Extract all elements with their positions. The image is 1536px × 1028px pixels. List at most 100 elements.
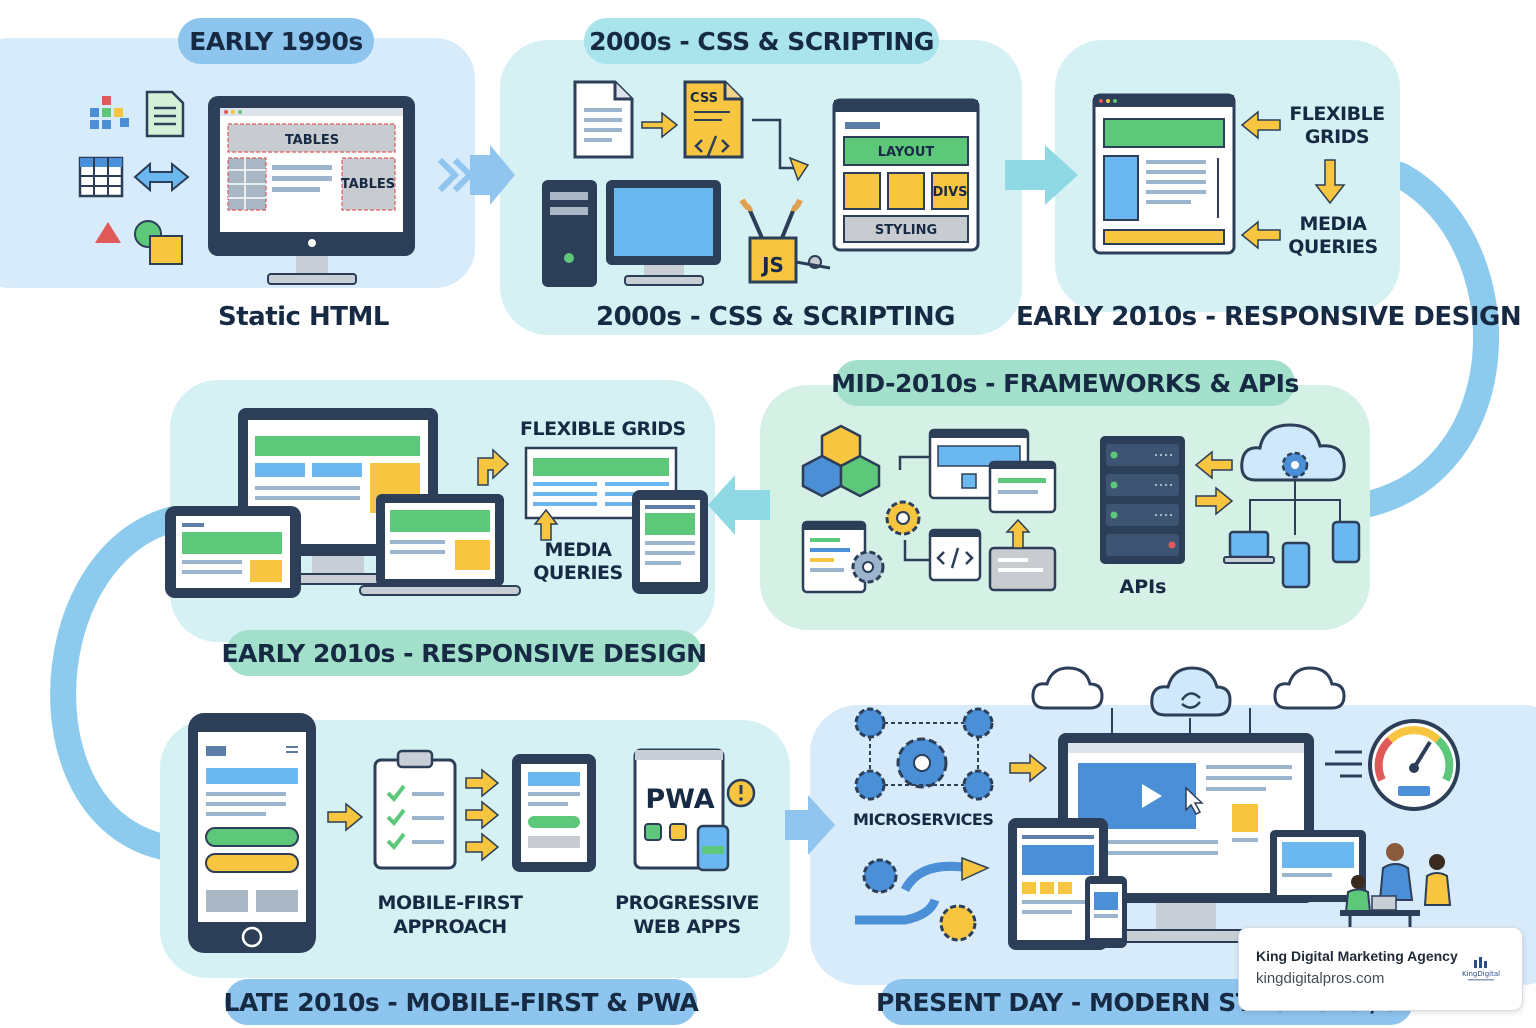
phone-icon: [1281, 541, 1311, 589]
double-arrow-icon: [133, 161, 190, 193]
css-file-icon: [683, 80, 744, 159]
code-window-icon: [801, 520, 867, 594]
svg-text:KingDigital: KingDigital: [1462, 970, 1500, 978]
phone-icon: [1085, 876, 1127, 948]
javascript-tool-icon: [739, 198, 831, 284]
layout-label: LAYOUT: [878, 145, 935, 160]
connector-left-curve: [50, 507, 198, 863]
arrow-up-icon: [533, 508, 559, 541]
arrow-up-right-icon: [477, 448, 510, 486]
ci-cd-pipeline-icon: [855, 856, 990, 942]
arrow-right-icon: [1195, 486, 1234, 516]
laptop-icon: [1223, 530, 1275, 564]
caption-static-html: Static HTML: [218, 302, 389, 332]
tablet-icon: [1008, 818, 1108, 950]
cloud-icon: [1031, 666, 1104, 710]
framework-cubes-icon: [801, 424, 881, 498]
shapes-icon: [134, 220, 183, 265]
flow-line: [898, 455, 930, 470]
gear-icon: [885, 500, 921, 536]
microservices-label: MICROSERVICES: [853, 810, 994, 829]
microservices-gears: [854, 707, 994, 801]
gear-icon: [851, 550, 885, 584]
attribution-card[interactable]: King Digital Marketing Agency kingdigita…: [1238, 927, 1523, 1011]
arrow-up-icon: [1005, 518, 1031, 549]
stage-pill-early-1990s: EARLY 1990s: [178, 18, 374, 64]
app-window-icon: [988, 460, 1057, 514]
tablet-portrait-icon: [632, 490, 708, 594]
chevron-arrow-icon: [437, 145, 515, 205]
styling-label: STYLING: [875, 223, 937, 238]
screen-tables-right-label: TABLES: [341, 177, 395, 192]
computer-tower-icon: [542, 180, 597, 287]
cloud-icon: [1273, 666, 1346, 710]
data-window-icon: [988, 546, 1057, 592]
crt-monitor-icon: [606, 180, 721, 286]
alert-bubble-icon: [726, 778, 756, 808]
flexible-grids-label: FLEXIBLE GRIDS: [520, 418, 686, 440]
pwa-window-icon: [633, 748, 730, 872]
sitemap-icon: [90, 96, 129, 129]
arrow-right-icon: [1005, 145, 1078, 205]
media-queries-label: MEDIA QUERIES: [1288, 213, 1378, 258]
arrow-left-icon: [1194, 450, 1233, 480]
html-file-icon: [573, 80, 634, 159]
agency-url-link[interactable]: kingdigitalpros.com: [1256, 970, 1385, 987]
grid-layout-window: [524, 446, 678, 520]
arrow-left-icon: [708, 475, 770, 535]
arrow-right-icon: [788, 156, 810, 182]
tablet-landscape-icon: [165, 506, 301, 598]
network-lines: [1111, 708, 1251, 735]
pwa-logo-text: PWA: [645, 784, 714, 815]
agency-name: King Digital Marketing Agency: [1256, 948, 1458, 964]
grid-table-icon: [78, 156, 124, 198]
arrow-right-icon: [465, 800, 500, 830]
arrow-right-icon: [465, 768, 500, 798]
stage-pill-2000s: 2000s - CSS & SCRIPTING: [584, 18, 939, 64]
desktop-monitor: [208, 96, 415, 285]
stage-pill-mid-2010s: MID-2010s - FRAMEWORKS & APIs: [831, 360, 1299, 406]
server-rack-icon: [1100, 436, 1185, 564]
js-label: JS: [760, 253, 784, 277]
arrow-left-icon: [1240, 220, 1281, 250]
flow-line: [903, 540, 930, 562]
arrow-right-icon: [1009, 753, 1048, 783]
phone-icon: [1331, 520, 1361, 564]
panel-mid-2010s: [760, 385, 1370, 630]
code-tag-window-icon: [928, 528, 982, 582]
flexible-grids-label: FLEXIBLE GRIDS: [1289, 103, 1385, 148]
apis-label: APIs: [1119, 576, 1166, 598]
arrow-right-icon: [327, 802, 364, 832]
team-people-icon: [1340, 843, 1452, 935]
screen-tables-top-label: TABLES: [285, 133, 339, 148]
connector-right-curve: [1352, 162, 1499, 518]
responsive-window: [1092, 93, 1236, 255]
caption-2000s: 2000s - CSS & SCRIPTING: [596, 302, 955, 332]
smartphone-large-icon: [188, 713, 316, 953]
flow-line: [752, 118, 800, 170]
network-lines: [1249, 480, 1341, 535]
document-icon: [145, 90, 185, 138]
progressive-web-apps-label: PROGRESSIVE WEB APPS: [615, 892, 759, 938]
mobile-first-label: MOBILE-FIRST APPROACH: [377, 892, 523, 938]
arrow-right-icon: [641, 111, 679, 139]
layout-window: [832, 98, 980, 252]
media-queries-label: MEDIA QUERIES: [533, 539, 623, 584]
arrow-left-icon: [1240, 110, 1281, 140]
divs-label: DIVS: [932, 185, 967, 200]
caption-early-2010s: EARLY 2010s - RESPONSIVE DESIGN: [1016, 302, 1522, 332]
laptop-icon: [359, 494, 521, 596]
tablet-icon: [512, 754, 596, 872]
arrow-down-icon: [1314, 159, 1346, 205]
css-label: CSS: [690, 91, 718, 106]
cloud-icon: [1240, 423, 1346, 482]
arrow-right-icon: [785, 795, 835, 855]
speed-gauge-icon: [1325, 719, 1460, 811]
checklist-clipboard-icon: [373, 749, 457, 870]
stage-pill-late-2010s: LATE 2010s - MOBILE-FIRST & PWA: [224, 979, 699, 1025]
triangle-shape-icon: [95, 222, 121, 243]
cloud-sync-icon: [1150, 666, 1232, 717]
agency-logo-icon: KingDigital: [1462, 957, 1500, 981]
